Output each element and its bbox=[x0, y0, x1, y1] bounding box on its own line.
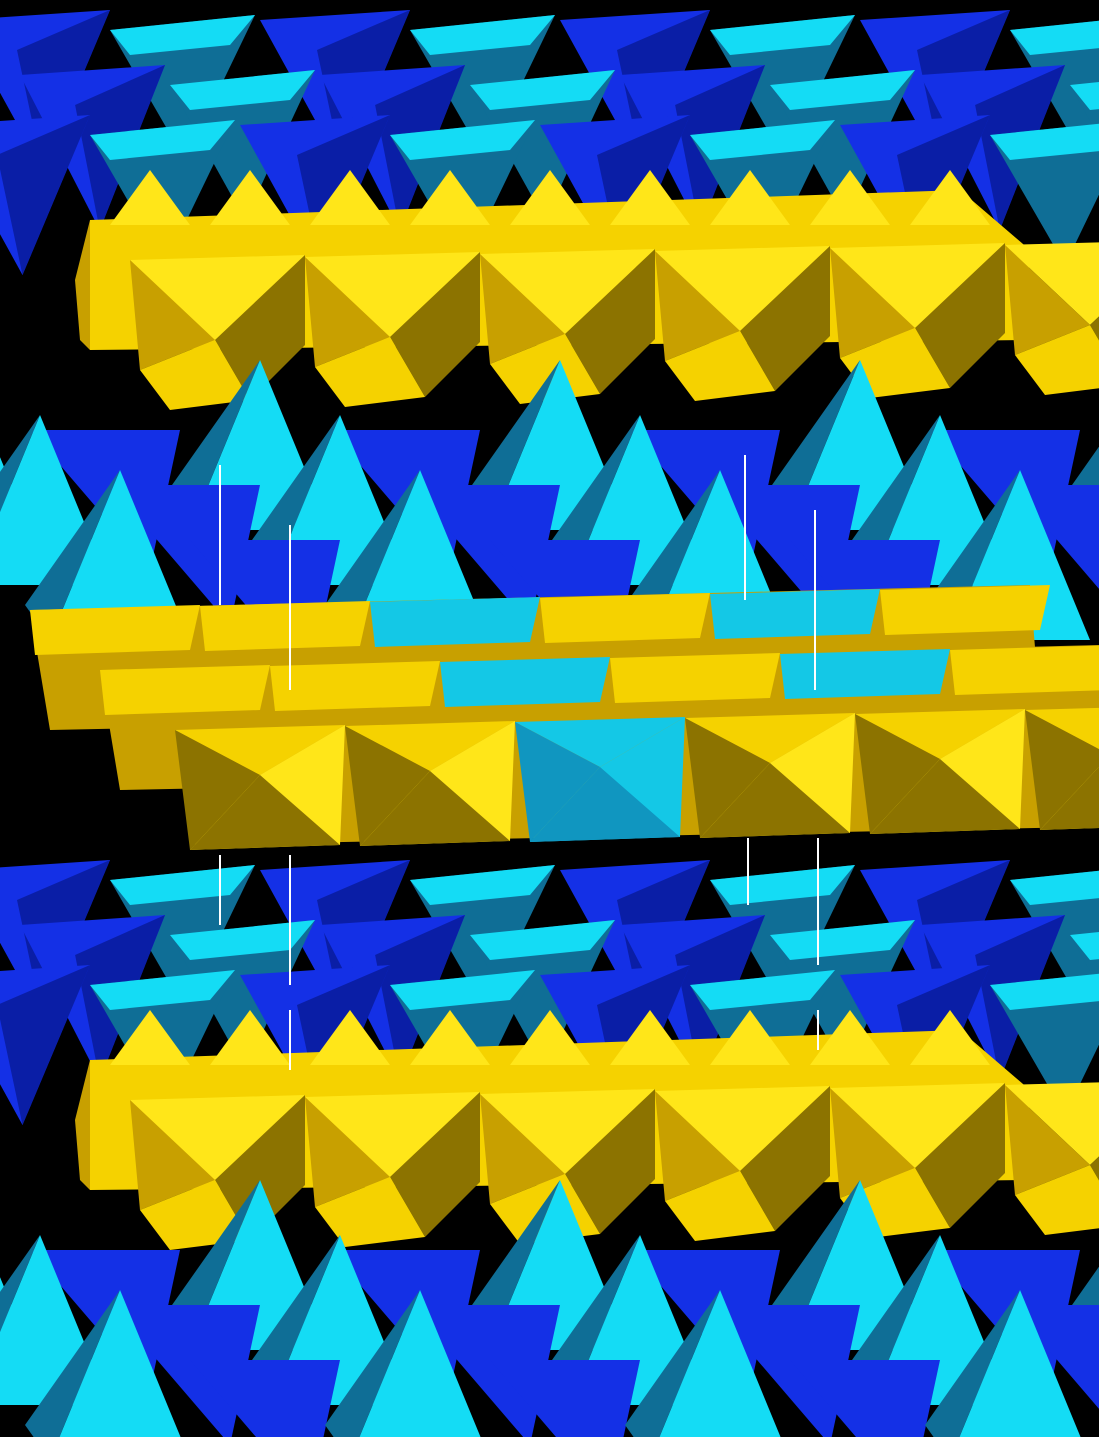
interlayer-octahedron-top bbox=[30, 605, 200, 655]
interlayer-octahedron-top bbox=[200, 601, 370, 651]
octahedral-sheet-lower bbox=[75, 1010, 1099, 1250]
interlayer-octahedron-top bbox=[610, 653, 780, 703]
interlayer-octahedron-top bbox=[270, 661, 440, 711]
interlayer-octahedron-top bbox=[880, 585, 1050, 635]
interlayer-octahedron-top bbox=[780, 649, 950, 699]
interlayer-octahedron-top bbox=[710, 589, 880, 639]
interlayer-octahedron-top bbox=[100, 665, 270, 715]
interlayer-octahedral-sheet bbox=[30, 585, 1099, 850]
octahedral-sheet-upper bbox=[75, 170, 1099, 410]
interlayer-octahedron-top bbox=[370, 597, 540, 647]
interlayer-octahedron-top bbox=[440, 657, 610, 707]
interlayer-octahedron-top bbox=[540, 593, 710, 643]
interlayer-octahedron-top bbox=[950, 645, 1099, 695]
